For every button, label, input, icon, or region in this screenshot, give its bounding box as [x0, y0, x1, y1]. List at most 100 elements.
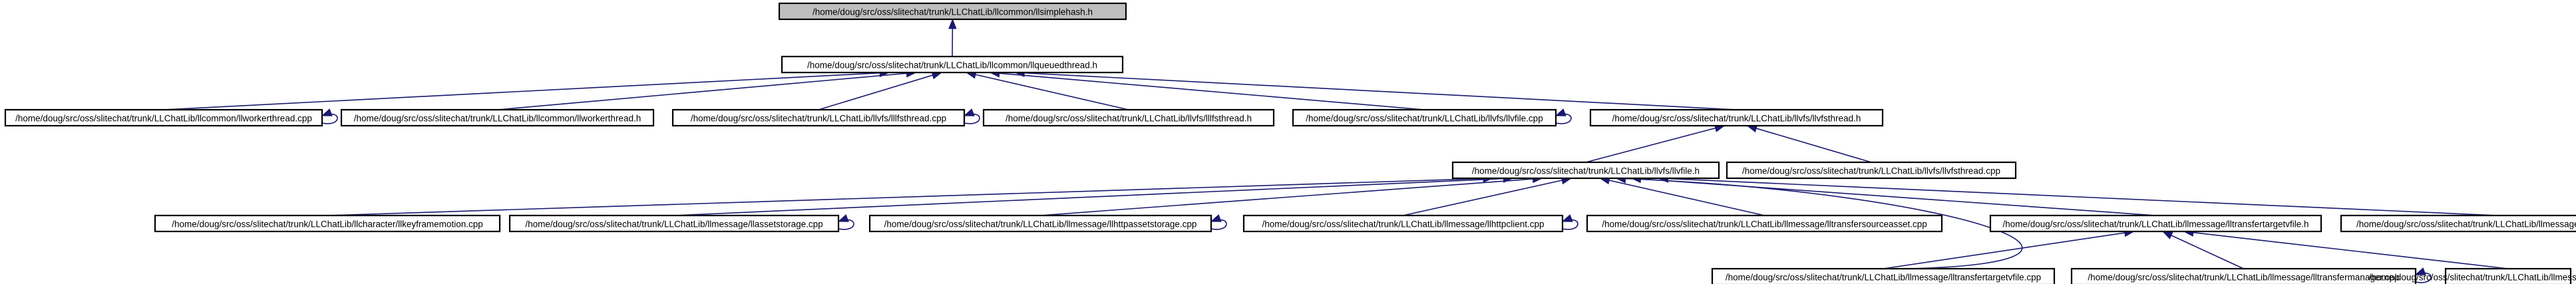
edge-arrowhead	[2161, 231, 2173, 239]
edge-n8-to-n7	[1585, 124, 1726, 163]
node-label: /home/doug/src/oss/slitechat/trunk/LLCha…	[1306, 114, 1543, 124]
edge-line	[327, 178, 1493, 216]
node-box	[671, 108, 966, 127]
file-node[interactable]: /home/doug/src/oss/slitechat/trunk/LLCha…	[778, 2, 1127, 21]
file-node[interactable]: /home/doug/src/oss/slitechat/trunk/LLCha…	[508, 214, 840, 233]
edge-line	[497, 72, 916, 110]
node-box	[1589, 108, 1884, 127]
file-node[interactable]: /home/doug/src/oss/slitechat/trunk/LLCha…	[4, 108, 323, 127]
edge-line	[818, 72, 942, 110]
file-node[interactable]: /home/doug/src/oss/slitechat/trunk/LLCha…	[1242, 214, 1564, 233]
node-label: /home/doug/src/oss/slitechat/trunk/LLCha…	[15, 114, 312, 124]
node-label: /home/doug/src/oss/slitechat/trunk/LLCha…	[2369, 273, 2576, 283]
file-node[interactable]: /home/doug/src/oss/slitechat/trunk/LLCha…	[671, 108, 966, 127]
edge-n2-to-n1	[163, 69, 890, 110]
node-label: /home/doug/src/oss/slitechat/trunk/LLCha…	[1006, 114, 1252, 124]
edge-line	[990, 72, 1425, 110]
edge-n6-to-n1	[989, 69, 1425, 110]
edge-line	[1600, 178, 1765, 216]
file-node[interactable]: /home/doug/src/oss/slitechat/trunk/LLCha…	[340, 108, 655, 127]
node-label: /home/doug/src/oss/slitechat/trunk/LLCha…	[1612, 114, 1861, 124]
edge-line	[1015, 72, 1737, 110]
edge-line	[1403, 178, 1572, 216]
edge-n19-to-n15	[2183, 228, 2509, 269]
node-label: /home/doug/src/oss/slitechat/trunk/LLCha…	[884, 219, 1197, 229]
edge-arrowhead	[963, 108, 975, 116]
file-node[interactable]: /home/doug/src/oss/slitechat/trunk/LLCha…	[1292, 108, 1557, 127]
node-label: /home/doug/src/oss/slitechat/trunk/LLCha…	[1472, 166, 1700, 176]
edge-line	[1658, 178, 2498, 216]
edge-n2-to-n2	[321, 108, 338, 124]
root-node-box	[778, 2, 1127, 21]
node-label: /home/doug/src/oss/slitechat/trunk/LLCha…	[354, 114, 641, 124]
file-node[interactable]: /home/doug/src/oss/slitechat/trunk/LLCha…	[1586, 214, 1943, 233]
node-box	[1989, 214, 2322, 233]
file-node[interactable]: /home/doug/src/oss/slitechat/trunk/LLCha…	[2070, 267, 2417, 284]
edge-n7-to-n1	[1013, 69, 1737, 110]
edge-n12-to-n12	[1210, 214, 1227, 230]
node-box	[4, 108, 323, 127]
node-box	[982, 108, 1275, 127]
node-label: /home/doug/src/oss/slitechat/trunk/LLCha…	[172, 219, 482, 229]
edge-line	[1040, 178, 1543, 216]
node-label: /home/doug/src/oss/slitechat/trunk/LLCha…	[691, 114, 946, 124]
node-box	[2340, 214, 2576, 233]
edge-n1-to-n0	[948, 18, 957, 57]
node-label: /home/doug/src/oss/slitechat/trunk/LLCha…	[813, 7, 1093, 17]
edge-arrowhead	[2414, 267, 2426, 275]
file-node[interactable]: /home/doug/src/oss/slitechat/trunk/LLCha…	[2369, 267, 2576, 284]
node-box	[1451, 161, 1720, 180]
edge-line	[966, 72, 1129, 110]
edge-n11-to-n11	[837, 214, 854, 230]
edge-arrowhead	[1210, 214, 1222, 222]
file-node[interactable]: /home/doug/src/oss/slitechat/trunk/LLCha…	[1589, 108, 1884, 127]
file-node[interactable]: /home/doug/src/oss/slitechat/trunk/LLCha…	[868, 214, 1212, 233]
edge-line	[163, 72, 890, 110]
file-node[interactable]: /home/doug/src/oss/slitechat/trunk/LLCha…	[1711, 267, 2056, 284]
node-box	[2444, 267, 2572, 284]
node-label: /home/doug/src/oss/slitechat/trunk/LLCha…	[807, 61, 1097, 71]
edge-line	[2162, 231, 2244, 269]
edge-n16-to-n8	[1658, 174, 2498, 216]
file-node[interactable]: /home/doug/src/oss/slitechat/trunk/LLCha…	[1989, 214, 2322, 233]
node-box	[1586, 214, 1943, 233]
edge-n4-to-n1	[818, 71, 943, 110]
node-box	[340, 108, 655, 127]
node-box	[154, 214, 501, 233]
edge-line	[1585, 125, 1725, 163]
edge-n11-to-n8	[673, 174, 1514, 216]
node-box	[1242, 214, 1564, 233]
edge-n9-to-n7	[1746, 124, 1872, 163]
edge-arrowhead	[321, 108, 333, 116]
node-label: /home/doug/src/oss/slitechat/trunk/LLCha…	[2356, 219, 2576, 229]
edge-arrowhead	[837, 214, 849, 222]
node-box	[1726, 161, 2017, 180]
edge-line	[1616, 178, 2023, 269]
node-label: /home/doug/src/oss/slitechat/trunk/LLCha…	[1726, 273, 2041, 283]
edge-layer	[163, 18, 2509, 283]
file-node[interactable]: /home/doug/src/oss/slitechat/trunk/LLCha…	[982, 108, 1275, 127]
edge-line	[673, 178, 1513, 216]
node-label: /home/doug/src/oss/slitechat/trunk/LLCha…	[2003, 219, 2309, 229]
edge-arrowhead	[948, 18, 957, 29]
file-node[interactable]: /home/doug/src/oss/slitechat/trunk/LLCha…	[781, 55, 1124, 74]
node-label: /home/doug/src/oss/slitechat/trunk/LLCha…	[1602, 219, 1927, 229]
edge-line	[1883, 231, 2134, 269]
file-node[interactable]: /home/doug/src/oss/slitechat/trunk/LLCha…	[1451, 161, 1720, 180]
edge-line	[1747, 125, 1872, 163]
file-node[interactable]: /home/doug/src/oss/slitechat/trunk/LLCha…	[1726, 161, 2017, 180]
node-box	[868, 214, 1212, 233]
edge-arrowhead	[1561, 214, 1573, 222]
node-label: /home/doug/src/oss/slitechat/trunk/LLCha…	[525, 219, 823, 229]
node-box	[508, 214, 840, 233]
file-node[interactable]: /home/doug/src/oss/slitechat/trunk/LLCha…	[2340, 214, 2576, 233]
edge-n13-to-n13	[1561, 214, 1578, 230]
node-box	[2070, 267, 2417, 284]
edge-n6-to-n6	[1555, 108, 1572, 124]
node-label: /home/doug/src/oss/slitechat/trunk/LLCha…	[1742, 166, 2000, 176]
edge-n15-to-n8	[1630, 174, 2156, 216]
file-node[interactable]: /home/doug/src/oss/slitechat/trunk/LLCha…	[154, 214, 501, 233]
edge-arrowhead	[1555, 108, 1566, 116]
node-box	[781, 55, 1124, 74]
